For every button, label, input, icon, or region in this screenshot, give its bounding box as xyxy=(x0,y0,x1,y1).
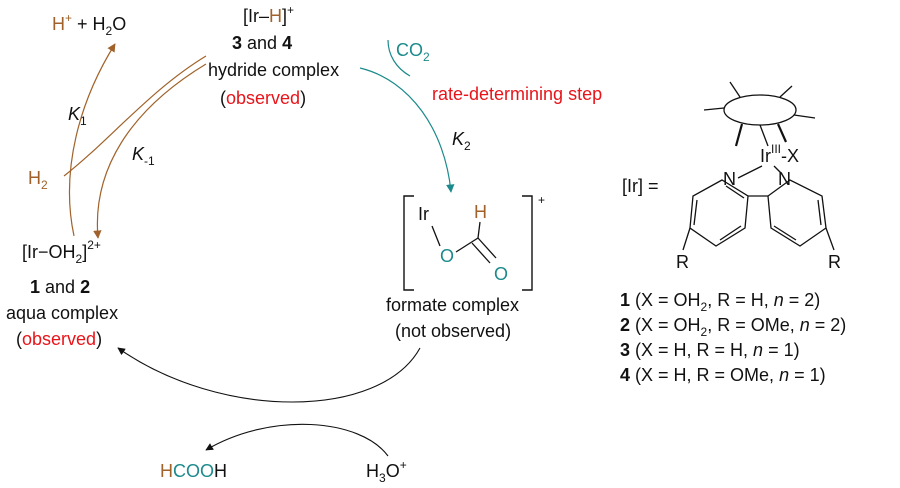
k-minus1-arrow xyxy=(93,63,207,239)
k1-arrow xyxy=(68,43,116,237)
lp-db2 xyxy=(719,225,742,241)
aqua-name: aqua complex xyxy=(6,303,118,323)
aqua-formula: [Ir−OH2]2+ xyxy=(22,238,101,266)
formate-ir: Ir xyxy=(418,204,429,224)
formate-status: (not observed) xyxy=(395,321,511,341)
aqua-status: (observed) xyxy=(16,329,102,349)
ir-o-bond xyxy=(431,225,441,247)
legend-row: 4 (X = H, R = OMe, n = 1) xyxy=(620,365,826,385)
formate-name: formate complex xyxy=(386,295,519,315)
lp-db3 xyxy=(725,185,745,199)
ir-n-left xyxy=(737,165,763,179)
k-minus1-label: K-1 xyxy=(132,144,155,168)
formate-h: H xyxy=(474,202,487,222)
left-pyridine-ring xyxy=(689,179,749,247)
r-right: R xyxy=(828,252,841,272)
rate-determining-step-label: rate-determining step xyxy=(432,84,602,104)
c-o-double-bond-2 xyxy=(471,242,491,264)
r-left: R xyxy=(676,252,689,272)
rp-db1 xyxy=(817,199,822,226)
ir-definition-label: [Ir] = xyxy=(622,176,659,196)
aqua-complex: [Ir−OH2]2+ 1 and 2 aqua complex (observe… xyxy=(6,238,118,349)
hydride-complex: [Ir–H]+ 3 and 4 hydride complex (observe… xyxy=(208,3,339,108)
cp-methyl-5 xyxy=(734,123,744,147)
legend-row: 3 (X = H, R = H, n = 1) xyxy=(620,340,800,360)
co2-label: CO2 xyxy=(396,40,430,64)
formate-o2: O xyxy=(494,264,508,284)
hydride-status: (observed) xyxy=(220,88,306,108)
formate-to-aqua-arrow xyxy=(117,347,421,403)
aqua-numbers: 1 and 2 xyxy=(30,277,90,297)
ir-n-right xyxy=(773,165,783,175)
legend-row: 1 (X = OH2, R = H, n = 2) xyxy=(620,290,820,314)
k2-arrow xyxy=(359,67,455,193)
formate-right-bracket xyxy=(522,195,533,291)
lp-db1 xyxy=(693,199,698,226)
formic-acid-label: HCOOH xyxy=(160,461,227,481)
formate-charge: + xyxy=(538,193,545,207)
cp-methyl-6 xyxy=(776,123,788,143)
o-c-bond xyxy=(455,237,479,253)
hydride-name: hydride complex xyxy=(208,60,339,80)
hydride-formula: [Ir–H]+ xyxy=(243,3,294,26)
cp-methyl-4 xyxy=(793,114,816,119)
cp-methyl-2 xyxy=(729,81,741,98)
k2-label: K2 xyxy=(452,129,471,153)
hydronium-to-formic-acid-arrow xyxy=(205,423,389,457)
proton-water-label: H+ + H2O xyxy=(52,11,126,38)
iridium-complex-structure: [Ir] = IrIII-X N N R R xyxy=(622,81,841,272)
cp-ir-bond xyxy=(759,124,769,147)
c-h-bond xyxy=(477,221,481,239)
rp-db2 xyxy=(773,225,797,241)
h2-label: H2 xyxy=(28,168,48,192)
formate-left-bracket xyxy=(403,195,414,291)
formate-o1: O xyxy=(440,246,454,266)
legend-row: 2 (X = OH2, R = OMe, n = 2) xyxy=(620,315,846,339)
r-bond-left xyxy=(682,227,691,251)
cp-methyl-1 xyxy=(703,107,725,111)
right-pyridine-ring xyxy=(767,179,827,247)
formate-complex: + Ir O H O formate complex (not observed… xyxy=(386,193,545,341)
h2-to-hydride-arrow xyxy=(63,55,207,177)
co2-entry-arrow xyxy=(387,39,411,77)
cp-star-ring xyxy=(723,94,797,126)
cp-methyl-3 xyxy=(779,85,793,98)
k1-label: K1 xyxy=(68,104,87,128)
hydride-numbers: 3 and 4 xyxy=(232,33,292,53)
ir-atom: IrIII-X xyxy=(760,142,799,166)
compound-legend: 1 (X = OH2, R = H, n = 2) 2 (X = OH2, R … xyxy=(620,290,846,385)
r-bond-right xyxy=(825,227,835,251)
hydronium-label: H3O+ xyxy=(366,458,407,485)
c-o-double-bond-1 xyxy=(477,237,497,259)
n-atom-left: N xyxy=(723,169,736,189)
